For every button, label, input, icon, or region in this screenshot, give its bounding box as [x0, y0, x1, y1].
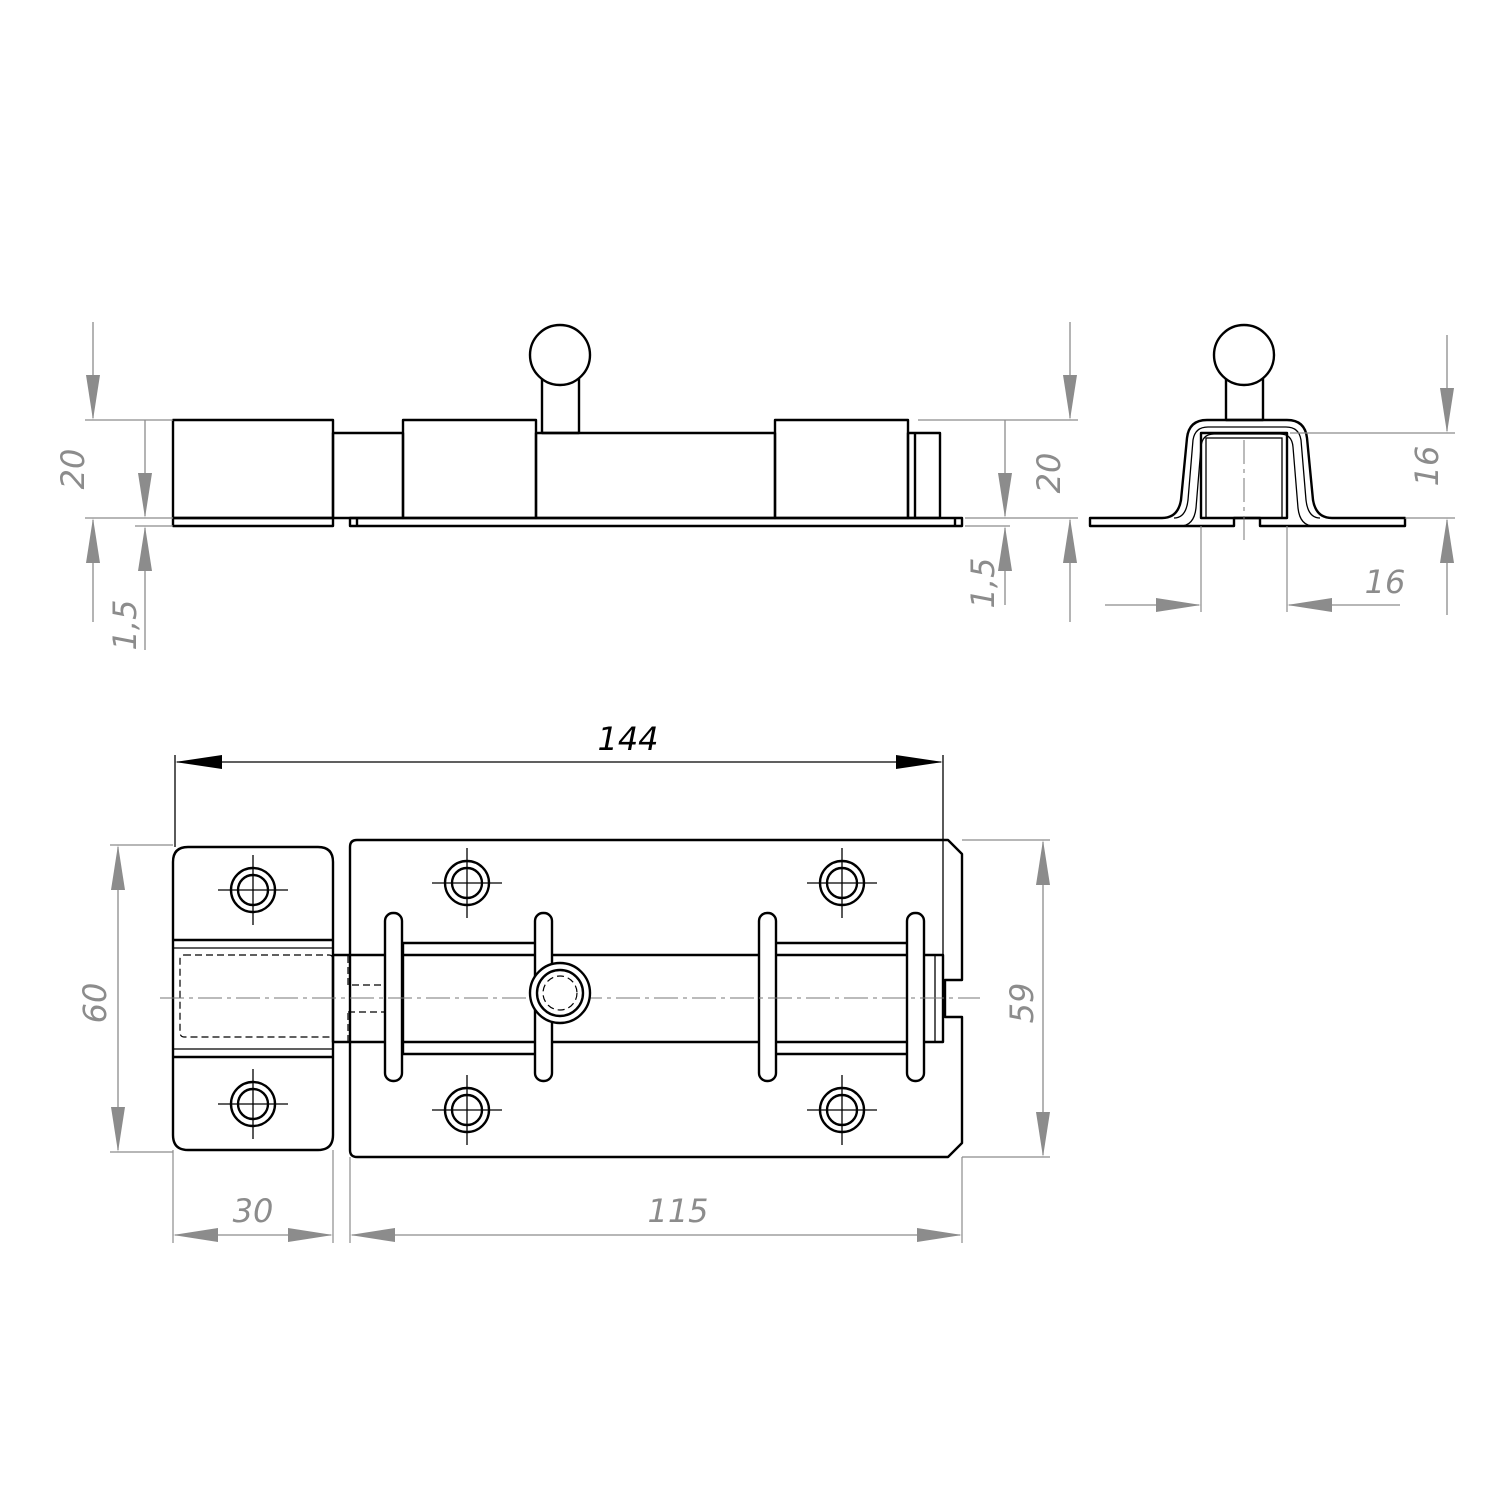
- screw-hole: [218, 855, 288, 925]
- slot: [905, 911, 926, 1083]
- main-plate: [348, 838, 964, 1159]
- plan-dims: 144 60 59 30 115: [76, 720, 1050, 1243]
- side-knob-ball: [1212, 323, 1276, 387]
- dim-plate-length: 115: [647, 1192, 708, 1230]
- screw-hole: [807, 1075, 877, 1145]
- dim-keeper-height: 60: [76, 983, 114, 1024]
- dim-front-base-thickness-right: 1,5: [964, 558, 1002, 609]
- screw-hole: [218, 1069, 288, 1139]
- plan-view: [160, 838, 980, 1159]
- front-dims-right: 20 1,5: [918, 322, 1078, 622]
- knob-ball: [528, 323, 592, 387]
- screw-hole: [432, 1075, 502, 1145]
- knob-stem: [540, 376, 581, 435]
- front-dims-left: 20 1,5: [54, 322, 173, 650]
- dim-overall-length: 144: [597, 720, 658, 758]
- bolt-bar-end: [906, 431, 942, 520]
- keeper-base: [171, 516, 335, 528]
- keeper-plate: [171, 845, 335, 1152]
- slot: [383, 911, 404, 1083]
- bolt-bar-segment: [534, 431, 777, 520]
- bolt-bar-segment: [331, 431, 405, 520]
- knob-top: [528, 961, 592, 1025]
- front-guide-2: [773, 418, 910, 520]
- side-profile: [1088, 418, 1407, 528]
- screw-hole: [432, 848, 502, 918]
- front-view: [171, 323, 964, 528]
- dim-front-base-thickness: 1,5: [106, 600, 144, 651]
- keeper-block: [171, 418, 335, 520]
- dim-front-height: 20: [54, 449, 92, 490]
- dim-side-width: 16: [1365, 563, 1406, 601]
- side-view: [1088, 323, 1407, 545]
- dim-front-height-right: 20: [1030, 453, 1068, 494]
- dim-side-height: 16: [1408, 446, 1446, 487]
- slot: [757, 911, 778, 1083]
- dim-keeper-width: 30: [233, 1192, 274, 1230]
- side-dims: 16 16: [1105, 335, 1455, 615]
- plate-base: [348, 516, 964, 528]
- dim-plate-height: 59: [1003, 983, 1041, 1024]
- screw-hole: [807, 848, 877, 918]
- front-guide-1: [401, 418, 538, 520]
